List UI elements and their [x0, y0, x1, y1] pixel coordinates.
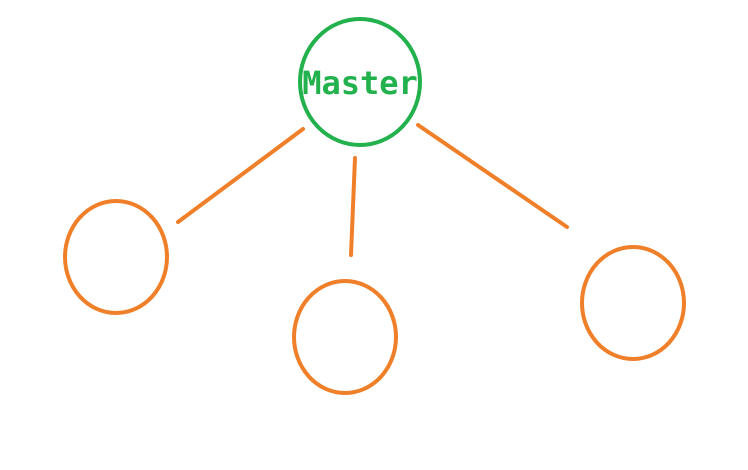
master-node [298, 17, 422, 147]
connector-line-middle [349, 156, 357, 257]
connector-line-right [416, 123, 569, 229]
master-node-label: Master [302, 64, 418, 102]
worker-node-right [580, 245, 686, 361]
worker-node-left [63, 199, 169, 315]
connector-line-left [176, 127, 305, 224]
worker-node-middle [292, 279, 398, 395]
